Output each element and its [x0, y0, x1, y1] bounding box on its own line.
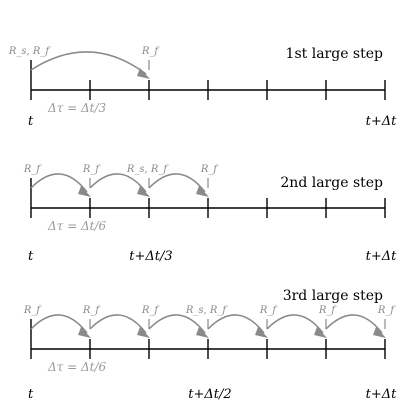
panel-3-r-label-4: R_f — [259, 305, 279, 316]
panel-1-time-label-1: t+Δt — [366, 114, 398, 129]
panel-2-step-arc-2 — [148, 173, 206, 193]
panel-3-r-label-5: R_f — [318, 305, 338, 316]
panel-3-step-arrowhead-5 — [373, 327, 386, 338]
panel-2-step-arrowhead-0 — [78, 186, 91, 197]
panel-2-step-arrowhead-2 — [196, 186, 209, 197]
panel-2-time-label-0: t — [28, 249, 34, 264]
panel-2-step-arc-0 — [30, 173, 88, 193]
panel-2-r-label-1: R_f — [82, 164, 102, 175]
panel-1-r-label-0: R_s, R_f — [8, 46, 52, 57]
panel-3-r-label-0: R_f — [23, 305, 43, 316]
panel-3-step-arc-0 — [30, 314, 88, 334]
panel-3-step-arrowhead-2 — [196, 327, 209, 338]
panel-2-r-label-0: R_f — [23, 164, 43, 175]
panel-2-step-arc-1 — [89, 173, 147, 193]
panel-1-step-arrowhead-0 — [137, 68, 150, 79]
panel-3-step-arrowhead-3 — [255, 327, 268, 338]
panel-3-step-arc-5 — [325, 314, 383, 334]
panel-1-title: 1st large step — [286, 46, 383, 62]
panel-2-time-label-2: t+Δt — [366, 249, 398, 264]
panel-2-r-label-3: R_f — [200, 164, 220, 175]
panel-1-r-label-1: R_f — [141, 46, 161, 57]
panel-3-time-label-2: t+Δt — [366, 387, 398, 402]
panel-2-step-arrowhead-1 — [137, 186, 150, 197]
panel-3-time-label-0: t — [28, 387, 34, 402]
panel-3-r-label-3: R_s, R_f — [185, 305, 229, 316]
panel-2-dtau-label: Δτ = Δt/6 — [47, 219, 107, 233]
panel-3-r-label-6: R_f — [377, 305, 397, 316]
panel-3-r-label-2: R_f — [141, 305, 161, 316]
panel-3-step-arc-2 — [148, 314, 206, 334]
panel-3-step-arc-1 — [89, 314, 147, 334]
panel-2-time-label-1: t+Δt/3 — [129, 249, 172, 264]
panel-2-r-label-2: R_s, R_f — [126, 164, 170, 175]
panel-1-time-label-0: t — [28, 114, 34, 129]
panel-3-dtau-label: Δτ = Δt/6 — [47, 360, 107, 374]
panel-2-title: 2nd large step — [280, 175, 383, 191]
panel-1-step-arc-0 — [30, 51, 147, 75]
panel-3-title: 3rd large step — [283, 288, 383, 304]
panel-3-step-arrowhead-4 — [314, 327, 327, 338]
panel-1-dtau-label: Δτ = Δt/3 — [47, 101, 107, 115]
panel-3-r-label-1: R_f — [82, 305, 102, 316]
panel-3-step-arrowhead-0 — [78, 327, 91, 338]
panel-3-step-arc-3 — [207, 314, 265, 334]
panel-3-step-arrowhead-1 — [137, 327, 150, 338]
panel-3-step-arc-4 — [266, 314, 324, 334]
panel-3-time-label-1: t+Δt/2 — [188, 387, 231, 402]
